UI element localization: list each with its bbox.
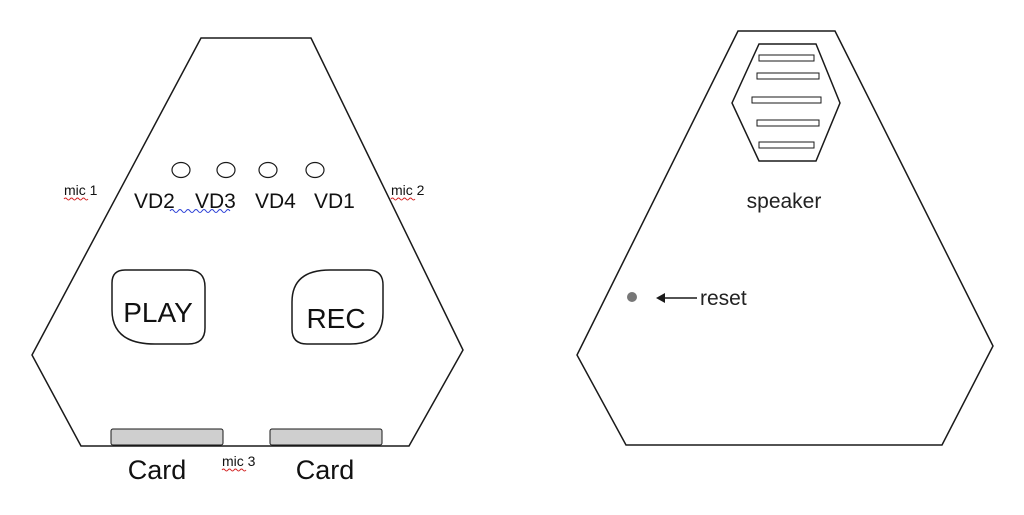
led-indicator-vd2: [171, 161, 191, 179]
play-button-label: PLAY: [123, 297, 193, 328]
speaker-slot: [751, 96, 822, 104]
speaker-slot: [756, 72, 820, 80]
led-label-vd3: VD3: [195, 190, 236, 213]
card-label-right: Card: [296, 455, 355, 485]
front-panel-outline: [31, 37, 464, 447]
spell-check-squiggle-mic-2: [390, 197, 416, 201]
speaker-slot: [758, 54, 815, 62]
play-button[interactable]: PLAY: [111, 269, 206, 345]
card-slot-right[interactable]: [269, 428, 383, 446]
back-panel-outline: [576, 30, 994, 446]
arrow-left-icon: [656, 293, 697, 303]
back-panel: speaker reset: [576, 30, 994, 446]
led-label-vd2: VD2: [134, 190, 175, 213]
play-button-outline: [111, 269, 206, 345]
rec-button-outline: [291, 269, 384, 345]
card-label-left: Card: [128, 455, 187, 485]
reset-label: reset: [700, 287, 747, 310]
speaker-grille: [731, 43, 841, 162]
led-label-vd1: VD1: [314, 190, 355, 213]
card-slot-left[interactable]: [110, 428, 224, 446]
led-indicator-vd3: [216, 161, 236, 179]
led-indicator-vd4: [258, 161, 278, 179]
led-label-vd4: VD4: [255, 190, 296, 213]
reset-button[interactable]: [627, 292, 637, 302]
mic-3-label: mic 3: [222, 453, 256, 469]
rec-button-label: REC: [306, 303, 365, 334]
spell-check-squiggle-mic-1: [63, 197, 89, 201]
grammar-check-squiggle: [169, 209, 231, 213]
speaker-slot: [758, 141, 815, 149]
speaker-slot: [756, 119, 820, 127]
front-panel: VD2 VD3 VD4 VD1 mic 1 mic 2 mic 3 PLAY R…: [31, 37, 464, 485]
speaker-label: speaker: [747, 190, 822, 213]
led-indicator-vd1: [305, 161, 325, 179]
rec-button[interactable]: REC: [291, 269, 384, 345]
speaker-grille-outline: [731, 43, 841, 162]
mic-2-label: mic 2: [391, 182, 425, 198]
spell-check-squiggle-mic-3: [221, 468, 247, 472]
mic-1-label: mic 1: [64, 182, 98, 198]
